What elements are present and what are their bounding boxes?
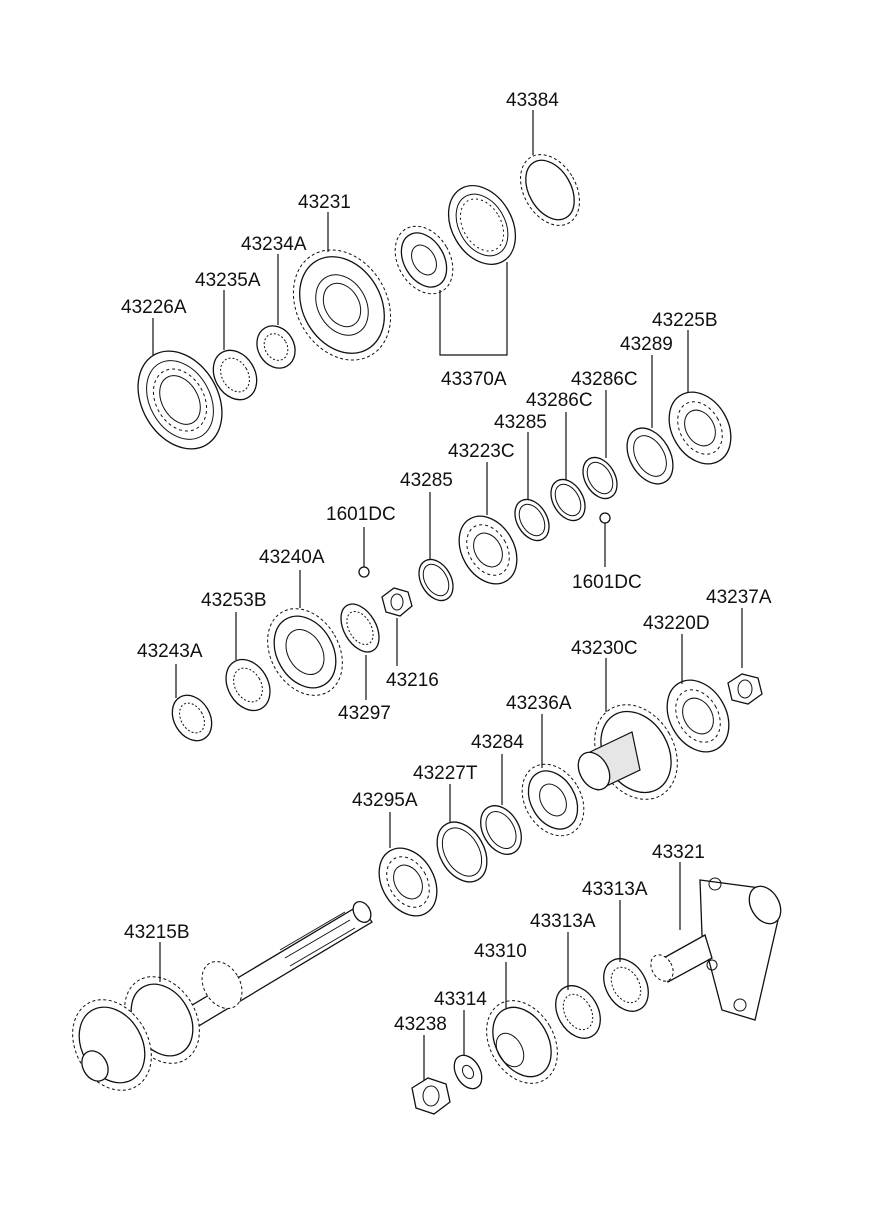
output-flange-43321 xyxy=(650,877,782,1021)
label-43285-1: 43285 xyxy=(494,412,547,433)
label-43285-2: 43285 xyxy=(400,470,453,491)
leaders-row2 xyxy=(175,330,689,700)
label-43238: 43238 xyxy=(394,1014,447,1035)
ring-43227T xyxy=(436,821,488,883)
snap-ring-43286C-1 xyxy=(582,456,618,500)
ring-43289 xyxy=(626,427,674,485)
label-43216: 43216 xyxy=(386,670,439,691)
label-43370A: 43370A xyxy=(441,369,507,390)
label-43226A: 43226A xyxy=(121,297,187,318)
label-43321: 43321 xyxy=(652,842,705,863)
label-43295A: 43295A xyxy=(352,790,418,811)
leaders-row1 xyxy=(152,110,534,356)
label-1601DC-1: 1601DC xyxy=(326,504,396,525)
part-labels: 43384 43231 43234A 43235A 43226A 43370A … xyxy=(121,90,772,1035)
needle-bearing-43253B xyxy=(225,658,271,712)
bearing-43220D xyxy=(666,679,730,753)
ball-1601DC-2 xyxy=(599,512,611,524)
label-43313A-2: 43313A xyxy=(530,911,596,932)
snap-ring-43285-1 xyxy=(514,498,550,542)
leaders-row3 xyxy=(389,608,743,848)
label-43289: 43289 xyxy=(620,334,673,355)
ball-1601DC-1 xyxy=(358,566,370,578)
label-43384: 43384 xyxy=(506,90,559,111)
bearing-43223C xyxy=(458,515,518,585)
label-43314: 43314 xyxy=(434,989,487,1010)
shaft-43215B xyxy=(72,901,373,1091)
label-43286C-1: 43286C xyxy=(571,369,638,390)
ring-43284 xyxy=(480,805,522,855)
label-43236A: 43236A xyxy=(506,693,572,714)
label-43223C: 43223C xyxy=(448,441,515,462)
label-43310: 43310 xyxy=(474,941,527,962)
nut-43237A xyxy=(727,673,763,705)
label-43215B: 43215B xyxy=(124,922,190,943)
gear-43231 xyxy=(292,249,392,361)
label-43237A: 43237A xyxy=(706,587,772,608)
synchro-sleeve-43370A xyxy=(447,185,517,265)
gear-43230C xyxy=(577,704,678,800)
needle-bearing-43313A-1 xyxy=(603,958,649,1012)
bearing-43225B xyxy=(668,391,732,465)
needle-bearing-43235A xyxy=(212,349,258,401)
synchro-ring-43384 xyxy=(520,154,580,226)
label-43313A-1: 43313A xyxy=(582,879,648,900)
label-43253B: 43253B xyxy=(201,590,267,611)
label-43234A: 43234A xyxy=(241,234,307,255)
label-1601DC-2: 1601DC xyxy=(572,572,642,593)
bearing-43295A xyxy=(378,847,438,917)
label-43230C: 43230C xyxy=(571,638,638,659)
leaders-row4 xyxy=(159,862,681,1080)
label-43243A: 43243A xyxy=(137,641,203,662)
label-43231: 43231 xyxy=(298,192,351,213)
sleeve-43234A xyxy=(256,325,296,369)
label-43227T: 43227T xyxy=(413,763,478,784)
needle-bearing-43313A-2 xyxy=(555,985,601,1039)
label-43220D: 43220D xyxy=(643,613,710,634)
washer-43314 xyxy=(453,1054,483,1090)
label-43225B: 43225B xyxy=(652,310,718,331)
label-43235A: 43235A xyxy=(195,270,261,291)
gear-43240A xyxy=(267,608,343,696)
snap-ring-43285-2 xyxy=(418,558,454,602)
label-43297: 43297 xyxy=(338,703,391,724)
label-43240A: 43240A xyxy=(259,547,325,568)
gear-43310 xyxy=(486,1000,558,1084)
needle-bearing-43297 xyxy=(340,603,380,653)
bearing-43226A xyxy=(137,350,223,450)
synchro-hub-43370A xyxy=(394,225,454,295)
nut-43216 xyxy=(381,587,413,617)
nut-43238 xyxy=(411,1077,451,1115)
bushing-43243A xyxy=(171,694,213,742)
gear-43236A xyxy=(521,763,585,837)
label-43284: 43284 xyxy=(471,732,524,753)
snap-ring-43286C-2 xyxy=(550,478,586,522)
label-43286C-2: 43286C xyxy=(526,390,593,411)
